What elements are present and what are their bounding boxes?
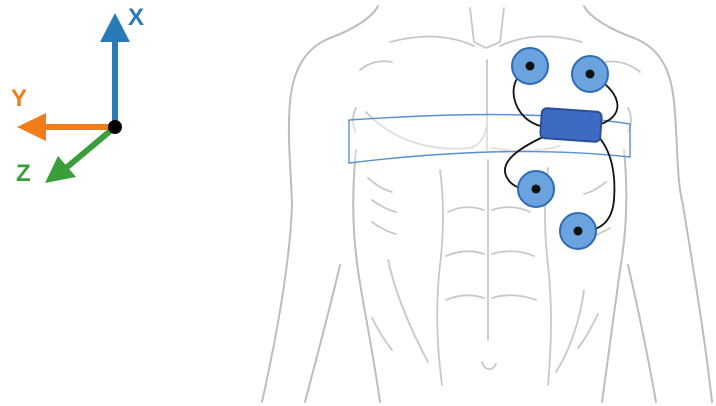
electrode-snap xyxy=(526,62,535,71)
left-collarbone xyxy=(390,36,474,46)
left-inner-arm xyxy=(305,265,340,402)
sensor-device xyxy=(540,108,602,142)
y-axis-head xyxy=(17,113,46,141)
right-arm-outline xyxy=(683,205,712,402)
abs-line-left-2 xyxy=(446,251,484,256)
abs-right-edge-lower xyxy=(548,265,551,385)
neck-left-line xyxy=(330,6,378,38)
right-oblique xyxy=(556,290,584,372)
x-axis-label: X xyxy=(128,4,144,31)
right-shoulder-line xyxy=(634,38,683,205)
abs-line-right-3 xyxy=(492,295,536,300)
left-oblique xyxy=(388,260,428,362)
x-axis-arrow xyxy=(100,13,130,127)
left-arm-outline xyxy=(262,205,292,402)
y-axis-label: Y xyxy=(11,85,27,112)
right-inner-arm xyxy=(628,265,656,402)
right-rib-1 xyxy=(584,182,606,194)
abs-left-edge-upper xyxy=(440,170,443,265)
left-torso-side xyxy=(353,150,380,402)
left-rib-3 xyxy=(372,222,396,234)
electrode-top-right xyxy=(572,56,608,92)
right-collarbone xyxy=(500,36,582,46)
left-deltoid-crease xyxy=(360,61,392,70)
left-shoulder-line xyxy=(289,38,330,205)
abs-line-right-2 xyxy=(492,251,534,256)
z-axis-shaft xyxy=(66,127,115,168)
electrode-snap xyxy=(532,185,541,194)
axis-origin-dot xyxy=(108,120,122,134)
left-hip-line xyxy=(372,318,392,350)
sternal-notch xyxy=(470,8,504,48)
abs-left-edge-lower xyxy=(437,265,442,385)
left-rib-1 xyxy=(368,178,392,192)
right-deltoid-crease xyxy=(606,61,640,72)
electrode-snap xyxy=(574,227,583,236)
navel xyxy=(482,362,496,369)
sensor-module xyxy=(540,108,602,142)
abs-line-left-1 xyxy=(448,207,484,212)
x-axis-head xyxy=(100,13,130,42)
z-axis-arrow xyxy=(45,127,115,183)
electrode-mid-left xyxy=(518,171,554,207)
axis-triad: X Y Z xyxy=(11,4,144,187)
abs-line-right-1 xyxy=(492,207,530,212)
abs-line-left-3 xyxy=(446,295,484,300)
left-rib-2 xyxy=(372,200,396,212)
z-axis-label: Z xyxy=(16,160,31,187)
electrode-top-left xyxy=(512,48,548,84)
neck-right-line xyxy=(584,6,634,38)
torso-outline xyxy=(262,6,712,402)
electrode-bottom-right xyxy=(560,213,596,249)
right-hip-line xyxy=(578,314,598,348)
electrode-snap xyxy=(586,70,595,79)
